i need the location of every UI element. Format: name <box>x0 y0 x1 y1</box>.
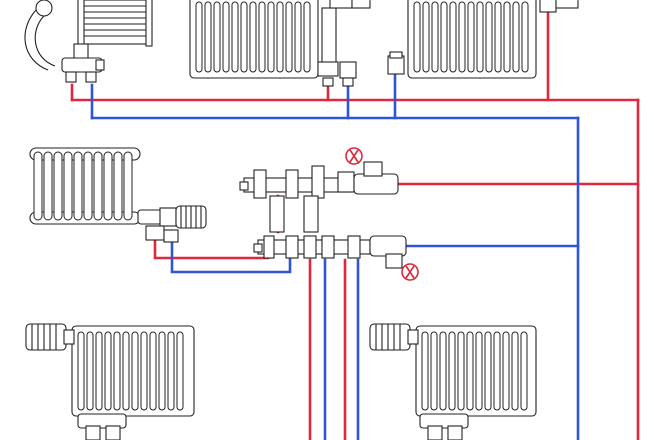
radiator-fin <box>467 1 475 73</box>
radiator-fin <box>430 331 438 411</box>
radiator-fin <box>303 1 311 73</box>
radiator-fin <box>511 331 519 411</box>
radiator-fin <box>222 1 230 73</box>
radiator-top-middle <box>189 0 371 87</box>
radiator-fin <box>267 1 275 73</box>
radiator-fin <box>113 151 123 221</box>
radiator-fin <box>123 151 133 221</box>
radiator-fin <box>249 1 257 73</box>
radiator-fin <box>53 151 63 221</box>
radiator-fin <box>439 331 447 411</box>
ball-valve-icon <box>387 51 405 75</box>
radiator-fin <box>93 151 103 221</box>
thermostatic-valve-icon <box>61 43 105 83</box>
radiator-fin <box>475 331 483 411</box>
return-pipes <box>90 73 580 440</box>
radiator-bottom-left <box>25 323 195 440</box>
manifold-icon <box>239 165 371 259</box>
manifold-return-outlets <box>263 235 361 259</box>
radiator-fin <box>521 1 529 73</box>
thermostatic-valve-icon <box>539 0 579 13</box>
radiator-fin <box>86 331 94 411</box>
radiator-fin <box>195 1 203 73</box>
radiator-fin <box>149 331 157 411</box>
radiator-fin <box>457 331 465 411</box>
radiator-fin <box>285 1 293 73</box>
radiator-fin <box>63 151 73 221</box>
radiator-fins <box>413 1 529 73</box>
radiator-fin <box>176 331 184 411</box>
radiator-fin <box>73 151 83 221</box>
towel-rail-bars <box>82 5 148 37</box>
radiator-fin <box>213 1 221 73</box>
radiator-fin <box>485 1 493 73</box>
radiator-fin <box>493 331 501 411</box>
radiator-fin <box>167 331 175 411</box>
radiator-fin <box>43 151 53 221</box>
radiator-fin <box>258 1 266 73</box>
thermostatic-valve-icon <box>317 0 371 77</box>
valve-handle-icon <box>345 147 363 165</box>
radiator-fins <box>77 331 184 411</box>
radiator-fin <box>503 1 511 73</box>
radiator-fin <box>140 331 148 411</box>
thermostatic-head-icon <box>369 323 419 351</box>
radiator-fin <box>494 1 502 73</box>
radiator-fin <box>276 1 284 73</box>
manifold-supply-outlets <box>253 165 325 199</box>
radiator-fin <box>122 331 130 411</box>
radiator-fin <box>413 1 421 73</box>
radiator-fin <box>33 151 43 221</box>
radiator-columns <box>33 151 133 221</box>
manifold-supply-valve <box>345 147 399 195</box>
radiator-bottom-right <box>369 323 537 440</box>
radiator-fin <box>448 331 456 411</box>
thermostatic-head-icon <box>25 323 75 351</box>
ball-valve-icon <box>145 225 179 243</box>
radiator-fin <box>458 1 466 73</box>
radiator-fin <box>421 331 429 411</box>
thermostatic-valve-icon <box>137 205 207 229</box>
radiator-fin <box>204 1 212 73</box>
radiator-fin <box>431 1 439 73</box>
ball-valve-icon <box>77 413 127 440</box>
radiator-fin <box>104 331 112 411</box>
radiator-fin <box>95 331 103 411</box>
radiator-fin <box>512 1 520 73</box>
radiator-fin <box>440 1 448 73</box>
radiator-fin <box>77 331 85 411</box>
radiator-fins <box>421 331 528 411</box>
towel-rail-radiator <box>24 0 153 83</box>
valve-handle-icon <box>401 263 419 281</box>
radiator-fin <box>158 331 166 411</box>
radiator-fin <box>240 1 248 73</box>
supply-pipes <box>70 8 640 440</box>
radiator-fin <box>476 1 484 73</box>
radiator-fins <box>195 1 311 73</box>
manifold-return-valve <box>369 235 419 281</box>
radiator-fin <box>466 331 474 411</box>
radiator-fin <box>131 331 139 411</box>
radiator-column <box>29 147 207 243</box>
radiator-fin <box>502 331 510 411</box>
ball-valve-icon <box>322 61 357 87</box>
radiator-fin <box>422 1 430 73</box>
ball-valve-icon <box>419 413 469 440</box>
radiator-fin <box>294 1 302 73</box>
radiator-fin <box>103 151 113 221</box>
radiator-top-right <box>387 0 579 79</box>
radiator-fin <box>484 331 492 411</box>
radiator-fin <box>83 151 93 221</box>
radiator-fin <box>113 331 121 411</box>
radiator-fin <box>231 1 239 73</box>
radiator-fin <box>520 331 528 411</box>
radiator-fin <box>449 1 457 73</box>
